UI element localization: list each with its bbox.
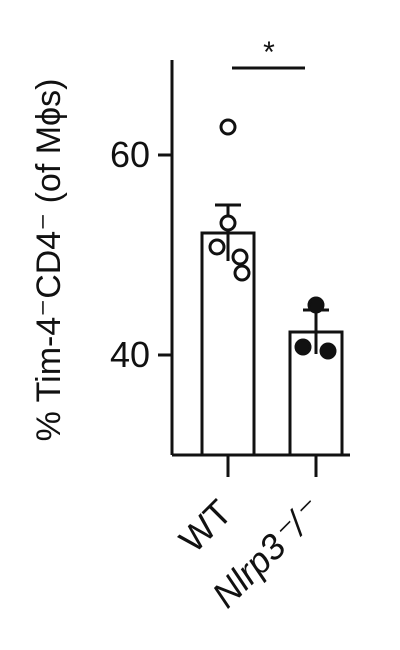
data-point xyxy=(231,248,249,266)
data-point xyxy=(219,214,237,232)
y-axis: 40 60 xyxy=(110,60,174,455)
y-axis-label: % Tim-4⁻CD4⁻ (of Mϕs) xyxy=(30,79,68,442)
data-points xyxy=(208,118,337,360)
y-tick-label: 40 xyxy=(110,334,150,375)
bars xyxy=(200,231,344,457)
data-point xyxy=(219,118,237,136)
significance-bracket: * xyxy=(232,36,305,70)
data-point xyxy=(294,338,312,356)
data-point xyxy=(319,342,337,360)
y-tick-label: 60 xyxy=(110,134,150,175)
significance-label: * xyxy=(263,36,275,69)
x-tick-label: WT xyxy=(171,492,240,561)
data-point xyxy=(233,264,251,282)
data-point xyxy=(307,296,325,314)
error-bars xyxy=(215,203,329,354)
data-point xyxy=(208,238,226,256)
